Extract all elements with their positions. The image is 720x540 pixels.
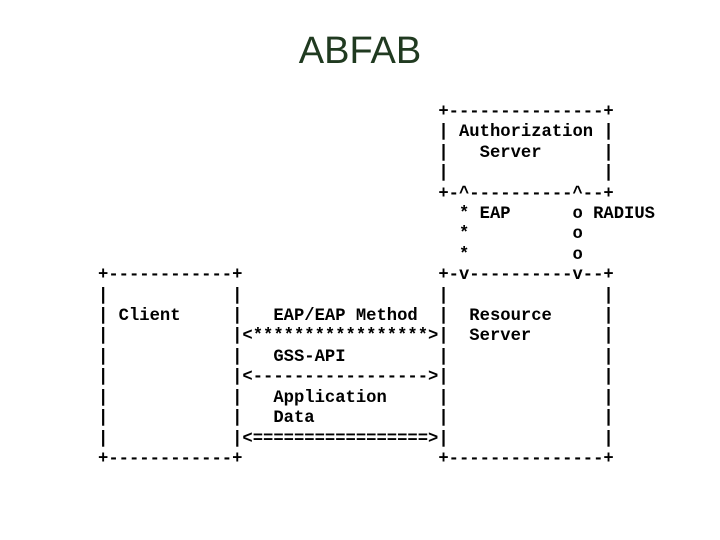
slide-title: ABFAB — [298, 30, 422, 72]
abfab-architecture-ascii-diagram: +---------------+ | Authorization | | Se… — [98, 103, 655, 469]
